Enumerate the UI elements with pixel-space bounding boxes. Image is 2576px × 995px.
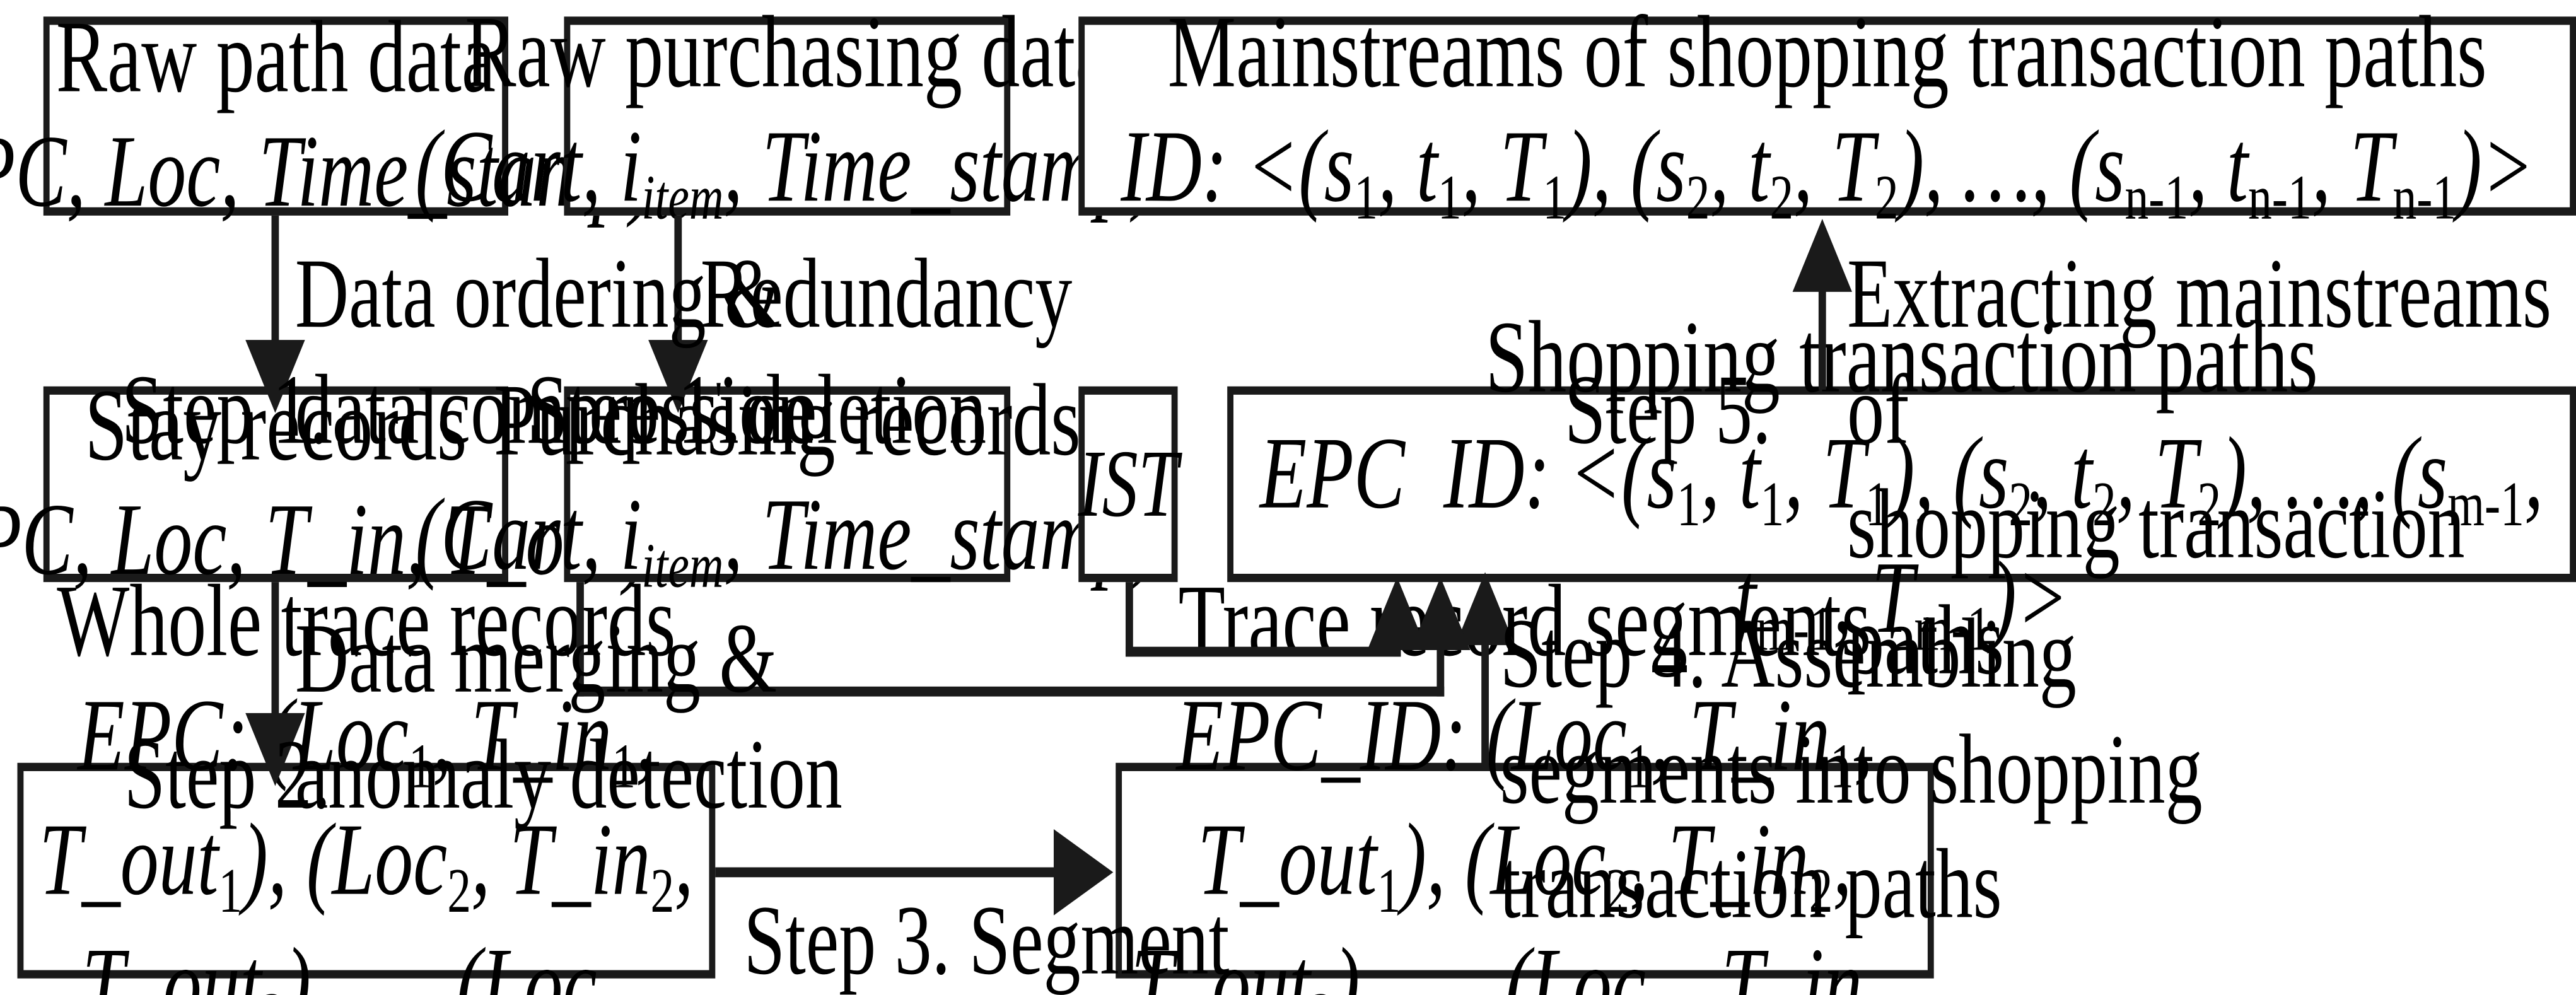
node-trace-record-segments: Trace record segments EPC_ID: (Loc1, T_i… [1116,565,1934,995]
step-1-number: Step 1. [121,354,329,464]
step-3-label: Step 3. Segment extraction [743,885,1230,995]
connector-ist-run [1125,646,1401,657]
node-mainstreams: Mainstreams of shopping transaction path… [1078,0,2576,234]
node-formula: (Cart, iitem, Time_stamp) [415,112,1159,235]
node-title: Purchasing records [493,364,1081,478]
arrowhead-step5-up [1792,219,1852,292]
step-2-number: Step 2. [124,719,331,829]
step-5-number: Step 5. [1564,354,1771,464]
step-5-label: Step 5. [1565,237,1771,468]
step-1-text: Data ordering & data compression [294,238,814,464]
step-2-label: Step 2. [124,602,331,833]
step-5-text: Extracting mainstreams of shopping trans… [1847,238,2551,695]
connector-step2-line [271,582,279,728]
node-raw-purchasing-data: Raw purchasing data (Cart, iitem, Time_s… [415,0,1159,234]
step-1prime-dot: . [722,354,742,464]
step-1prime-mark: ' [714,370,723,433]
node-shopping-transaction-paths: Shopping transaction paths EPC ID: <(s1,… [1227,303,2576,664]
node-whole-trace-records: Whole trace records EPC: (Loc1, T_in1, T… [17,565,716,995]
node-stay-records: Stay records (EPC, Loc, T_in, T_out) [0,369,650,596]
node-title: Raw path data [55,1,496,114]
node-title: Whole trace records [57,565,676,678]
node-purchasing-records: Purchasing records (Cart, iitem, Time_st… [415,364,1159,602]
step-2-text: Data merging & anomaly detection [294,603,842,829]
connector-ist-drop [1125,582,1133,657]
arrowhead-step4-ist-up [1367,577,1427,650]
node-title: Trace record segments [1178,565,1872,678]
node-formula: EPC_ID: (Loc1, T_in1, T_out1), (Loc2, T_… [1131,680,1919,995]
node-formula: ID: <(s1, t1, T1), (s2, t2, T2), …, (sn-… [1121,112,2534,235]
connector-purchasing-run [576,686,1445,697]
arrowhead-step1prime-down [648,340,708,413]
step-1prime-text: Redundancy deletion [700,238,1073,464]
node-formula: EPC ID: <(s1, t1, T1), (s2, t2, T2), …, … [1259,417,2544,665]
node-title: Raw purchasing data [465,0,1110,110]
node-formula: EPC: (Loc1, T_in1, T_out1), (Loc2, T_in2… [39,680,694,995]
node-title: IST [1078,428,1179,537]
step-1prime-number: Step 1 [527,354,715,464]
connector-step1-line [271,215,279,368]
step-1-label: Step 1. [122,237,329,468]
connector-step3-line [715,867,1075,878]
connector-step4-segments-line [1481,596,1489,767]
node-ist: IST [1078,386,1179,583]
step-4-label: Step 4. Assembling segments into shoppin… [1500,598,2203,940]
arrowhead-step3-right [1053,829,1114,916]
node-title: Shopping transaction paths [1485,302,2318,416]
arrowhead-step1-down [245,340,305,413]
arrowhead-step2-down [245,713,305,786]
node-title: Mainstreams of shopping transaction path… [1167,0,2487,110]
step-1prime-label: Step 1'. [527,237,741,468]
connector-step1prime-line [674,215,682,368]
connector-purchasing-drop [576,582,584,697]
connector-step5-line [1818,240,1826,390]
